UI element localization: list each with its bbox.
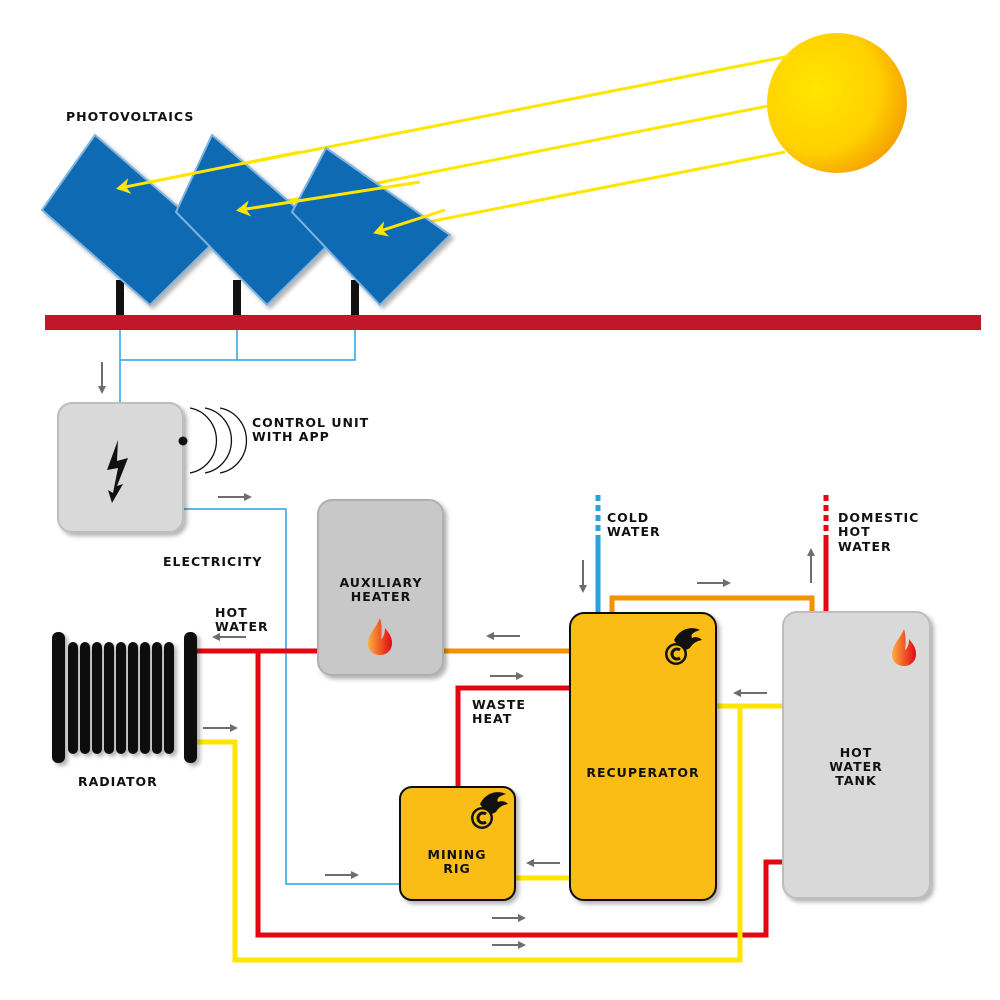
auxiliary-heater-label: HEATER	[351, 589, 411, 604]
flow-arrows	[98, 362, 815, 949]
status-dot	[178, 436, 188, 446]
solar-panel	[290, 146, 452, 307]
waste-heat-pipe	[455, 685, 570, 787]
panel-post	[116, 280, 124, 316]
recuperator: RECUPERATOR	[569, 612, 717, 901]
electricity-label: ELECTRICITY	[163, 554, 262, 569]
sun	[767, 33, 907, 173]
cold-water-label: COLD	[607, 510, 649, 525]
recuperator-label: RECUPERATOR	[586, 765, 699, 780]
panel-post	[351, 280, 359, 316]
hot-water-tank-label: TANK	[835, 773, 877, 788]
control-unit-label: WITH APP	[252, 429, 330, 444]
photovoltaics-label: PHOTOVOLTAICS	[66, 109, 194, 124]
hot-water-label: WATER	[215, 619, 269, 634]
wifi-signal-icon	[189, 407, 248, 474]
auxiliary-heater-label: AUXILIARY	[339, 575, 422, 590]
control-unit	[57, 402, 248, 533]
ground-bar	[45, 315, 981, 330]
hot-water-tank: HOT WATER TANK	[782, 611, 931, 899]
waste-heat-label: HEAT	[472, 711, 512, 726]
solar-panel	[174, 133, 335, 307]
solar-panels	[40, 133, 452, 307]
mining-rig: MINING RIG	[399, 786, 516, 901]
domestic-hot-water-label: HOT	[838, 524, 871, 539]
radiator	[52, 632, 197, 763]
warm-pipe	[443, 595, 815, 654]
electric-lines	[119, 330, 400, 885]
lightning-bolt-icon	[107, 440, 128, 503]
pipes	[197, 495, 829, 963]
panel-post	[233, 280, 241, 316]
hot-pipe	[197, 648, 783, 938]
mining-rig-label: MINING	[428, 847, 487, 862]
return-pipe	[197, 703, 783, 963]
domestic-hot-water-label: WATER	[838, 539, 892, 554]
hot-water-label: HOT	[215, 605, 248, 620]
auxiliary-heater: AUXILIARY HEATER	[317, 499, 444, 676]
solar-panel	[40, 133, 218, 307]
mining-rig-label: RIG	[443, 861, 471, 876]
radiator-label: RADIATOR	[78, 774, 158, 789]
sun-ray	[373, 150, 786, 238]
waste-heat-label: WASTE	[472, 697, 526, 712]
cold-water-label: WATER	[607, 524, 661, 539]
domestic-hot-water-label: DOMESTIC	[838, 510, 919, 525]
hot-water-tank-label: WATER	[829, 759, 883, 774]
control-unit-label: CONTROL UNIT	[252, 415, 369, 430]
hot-water-tank-label: HOT	[840, 745, 873, 760]
